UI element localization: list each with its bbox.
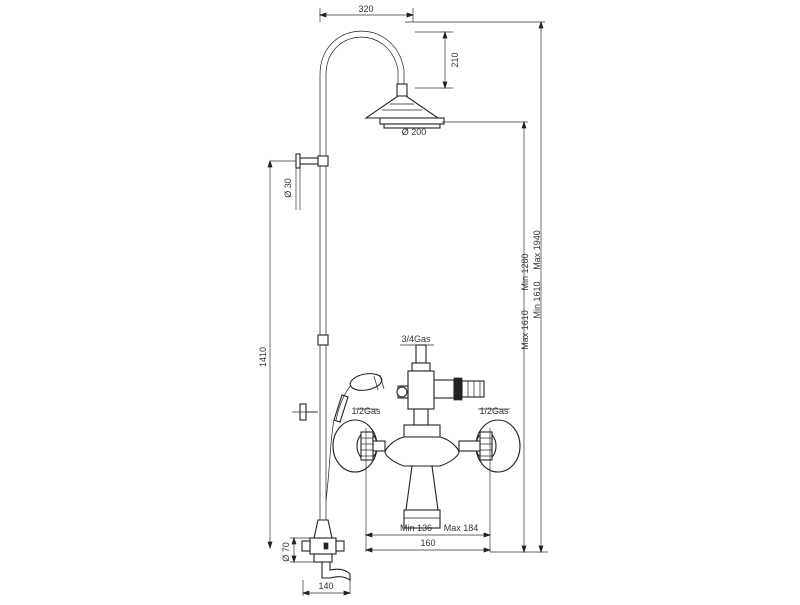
- dim-arm-width: 320: [318, 4, 415, 22]
- wall-bracket-top: [270, 153, 319, 169]
- diverter-valve: 3/4Gas: [396, 334, 485, 426]
- bath-spout: [301, 519, 351, 594]
- riser-pipe: [317, 155, 329, 520]
- dim-overall-heights: Max 1610 Min 1280 Min 1610 Max 1940: [405, 20, 548, 554]
- dim-spout-projection: 140: [301, 580, 352, 596]
- label-height-min-1610: Min 1610: [532, 281, 542, 318]
- handle-centerlines: [365, 428, 491, 552]
- label-center-min: Min 136: [400, 523, 432, 533]
- dim-arm-drop: 210: [415, 30, 460, 90]
- dim-center-range: Min 136 Max 184: [364, 523, 492, 538]
- label-spout-projection: 140: [318, 581, 333, 591]
- shower-head: Ø 200: [364, 83, 445, 137]
- right-handle: 1/2Gas: [458, 406, 521, 473]
- label-inlet-right: 1/2Gas: [479, 406, 509, 416]
- dim-spout-diameter: Ø 70: [281, 536, 314, 564]
- dim-riser-diameter: Ø 30: [283, 168, 301, 210]
- label-outlet-thread: 3/4Gas: [401, 334, 431, 344]
- label-head-diameter: Ø 200: [402, 127, 427, 137]
- label-riser-diameter: Ø 30: [283, 178, 293, 198]
- dim-center-distance: 160: [364, 538, 492, 553]
- label-center-max: Max 184: [444, 523, 479, 533]
- label-height-max-1610: Max 1610: [520, 310, 530, 350]
- label-spout-diameter: Ø 70: [281, 542, 291, 562]
- label-inlet-left: 1/2Gas: [351, 406, 381, 416]
- hand-shower: [292, 373, 385, 501]
- label-riser-height: 1410: [258, 347, 268, 367]
- label-height-min-1280: Min 1280: [520, 253, 530, 290]
- gooseneck-arm: [319, 30, 405, 160]
- dim-riser-height: 1410: [258, 159, 273, 550]
- label-arm-drop: 210: [450, 52, 460, 67]
- mixer-body: [384, 424, 460, 529]
- label-arm-width: 320: [358, 4, 373, 14]
- label-center-distance: 160: [420, 538, 435, 548]
- label-height-max-1940: Max 1940: [532, 230, 542, 270]
